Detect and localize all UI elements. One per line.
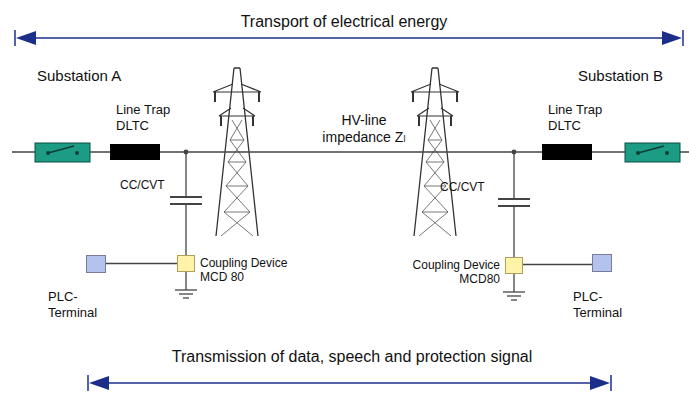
coupling-capacitor <box>498 150 530 300</box>
signal-wire <box>106 263 177 264</box>
circuit-breaker <box>35 143 90 162</box>
line-trap: Line Trap DLTC <box>542 144 592 160</box>
coupling-capacitor <box>170 150 202 298</box>
plc-terminal: PLC-Terminal <box>86 255 106 273</box>
line-trap: Line Trap DLTC <box>110 144 160 160</box>
energy-arrow <box>15 30 683 46</box>
energy-title: Transport of electrical energy <box>241 12 448 31</box>
capacitor-label: CC/CVT <box>120 178 165 192</box>
substation-label: Substation B <box>578 67 663 85</box>
node-label: Coupling Device MCD 80 <box>200 256 310 285</box>
plc-terminal: PLC-Terminal <box>592 254 612 272</box>
node-label: PLC-Terminal <box>573 289 637 320</box>
data-arrow <box>88 375 611 391</box>
coupling-device: Coupling Device MCD 80 <box>177 255 195 272</box>
data-title: Transmission of data, speech and protect… <box>172 347 533 366</box>
node-label: Line Trap DLTC <box>116 102 178 133</box>
coupling-device: Coupling Device MCD80 <box>505 257 523 274</box>
line-impedance-label: HV-line impedance Zₗ <box>312 112 416 146</box>
node-label: Line Trap DLTC <box>548 102 610 133</box>
capacitor-label: CC/CVT <box>440 180 485 194</box>
substation-label: Substation A <box>37 67 121 85</box>
node-label: Coupling Device MCD80 <box>386 258 500 287</box>
node-label: PLC-Terminal <box>48 289 112 320</box>
circuit-breaker <box>625 143 680 162</box>
signal-wire <box>523 264 592 265</box>
